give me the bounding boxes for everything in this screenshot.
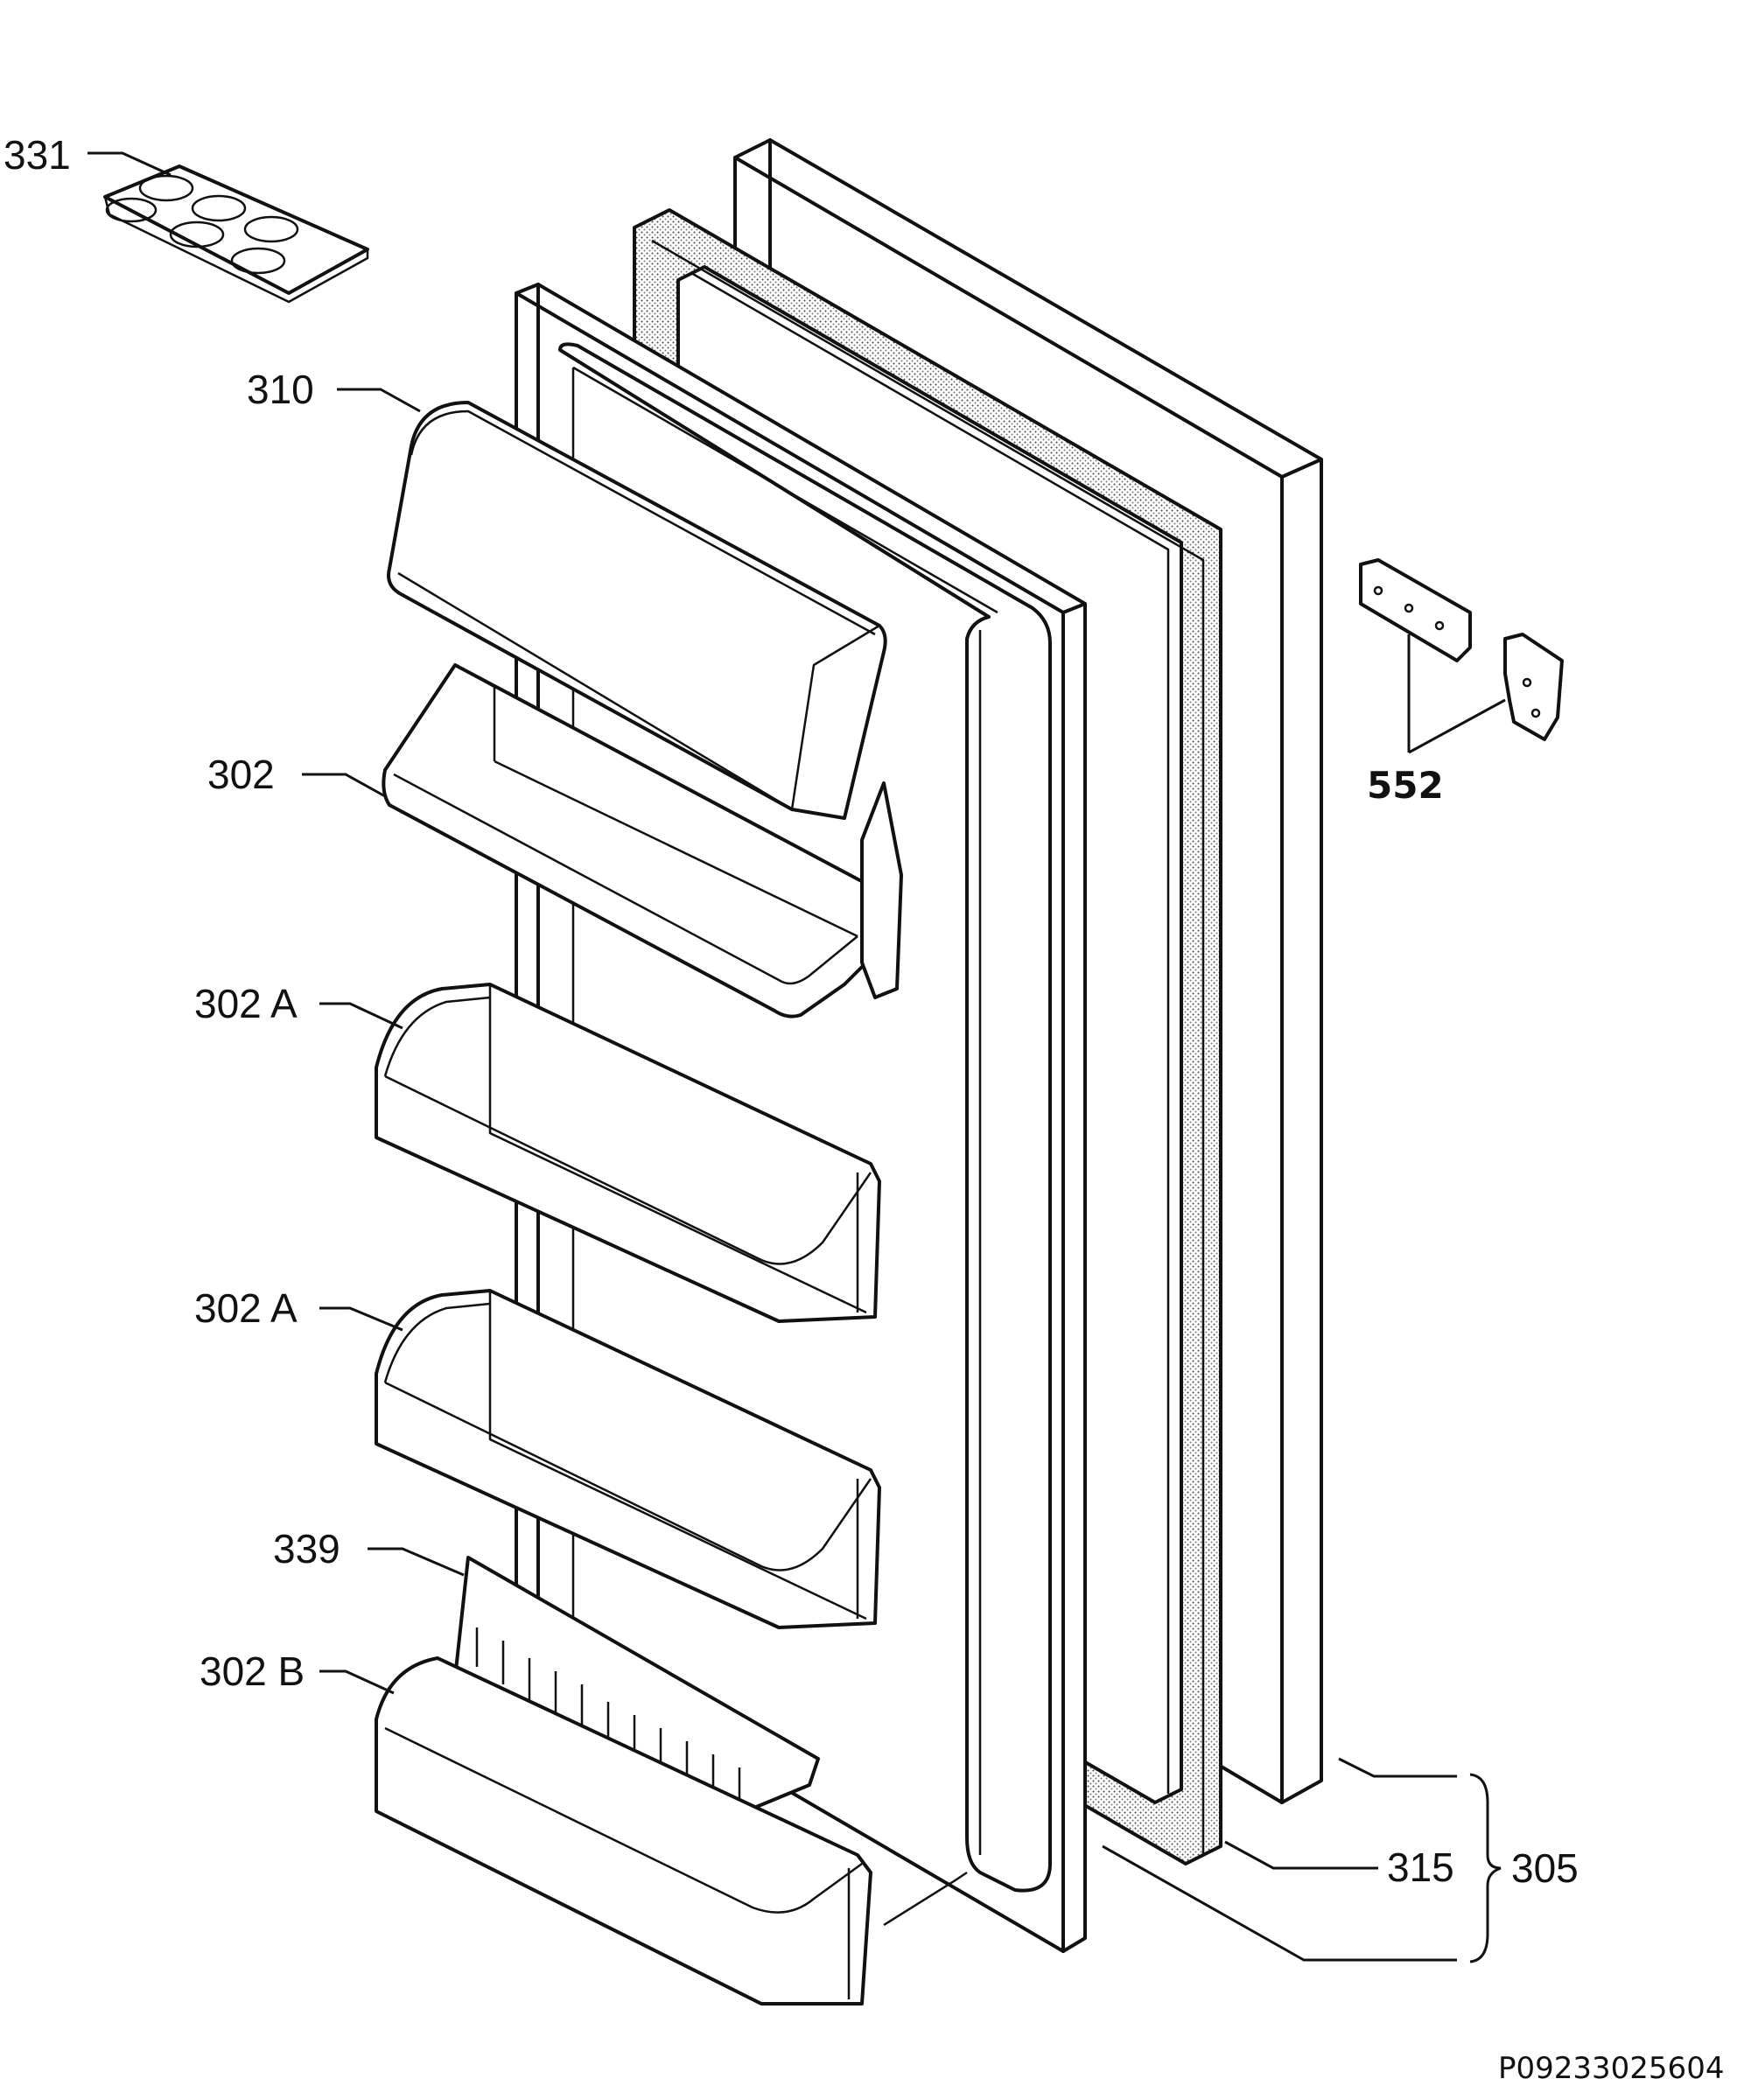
- callout-labels: 331 310 302 302 A 302 A 339 302 B 552 31…: [4, 132, 1579, 1891]
- dairy-compartment: [382, 663, 903, 1018]
- egg-tray: [103, 164, 369, 304]
- dairy-compartment-lid: [387, 401, 887, 820]
- door-bin-1: [375, 983, 881, 1323]
- callout-310: 310: [247, 367, 314, 412]
- callout-552: 552: [1367, 764, 1444, 807]
- leader-lines: [88, 151, 1506, 1964]
- drawing-code: P09233025604: [1498, 2051, 1724, 2086]
- bottle-bin: [375, 1656, 968, 2006]
- callout-339: 339: [273, 1526, 340, 1572]
- callout-302a-2: 302 A: [194, 1285, 298, 1331]
- callout-302b: 302 B: [200, 1648, 305, 1694]
- door-bin-2: [375, 1289, 881, 1629]
- callout-305: 305: [1511, 1845, 1579, 1891]
- hinge-bracket: [1359, 558, 1564, 741]
- callout-315: 315: [1387, 1844, 1454, 1890]
- callout-302a-1: 302 A: [194, 981, 298, 1026]
- callout-302: 302: [207, 752, 275, 797]
- callout-331: 331: [4, 132, 71, 178]
